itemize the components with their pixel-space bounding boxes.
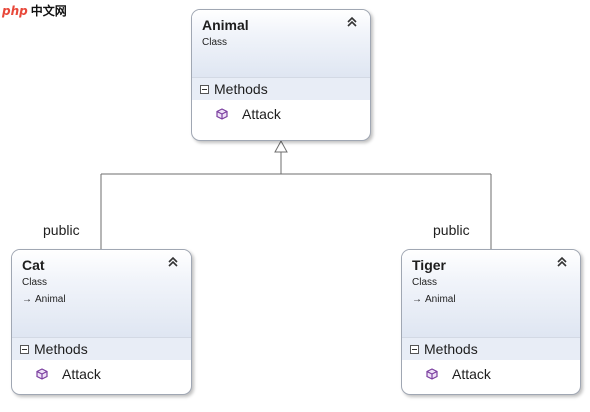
minus-box-icon[interactable] [20,344,29,354]
member-label: Attack [62,366,101,382]
double-chevron-up-icon[interactable] [556,256,568,268]
connector-label-cat: public [43,222,80,238]
minus-box-icon[interactable] [200,84,209,94]
connector-label-tiger: public [433,222,470,238]
class-name: Tiger [412,257,446,273]
minus-box-icon[interactable] [410,344,419,354]
section-label: Methods [214,81,268,97]
methods-section-header[interactable]: Methods [402,337,580,360]
class-cat[interactable]: Cat Class → Animal Methods Attack [11,249,192,395]
method-cube-icon [216,108,228,120]
right-arrow-icon: → [412,294,422,305]
member-label: Attack [452,366,491,382]
class-type: Class [412,277,438,288]
methods-section-header[interactable]: Methods [12,337,191,360]
inheritance-arrowhead-icon [274,139,288,153]
watermark-text: 中文网 [30,4,67,18]
method-cube-icon [36,368,48,380]
class-name: Cat [22,257,45,273]
base-class-name: Animal [425,294,456,305]
methods-section-header[interactable]: Methods [192,77,370,100]
member-label: Attack [242,106,281,122]
class-animal[interactable]: Animal Class Methods Attack [191,9,371,141]
method-cube-icon [426,368,438,380]
watermark: php 中文网 [2,2,67,20]
class-header: Tiger Class → Animal [402,250,580,337]
section-label: Methods [424,341,478,357]
right-arrow-icon: → [22,294,32,305]
double-chevron-up-icon[interactable] [346,16,358,28]
class-header: Cat Class → Animal [12,250,191,337]
double-chevron-up-icon[interactable] [167,256,179,268]
member-item[interactable]: Attack [192,100,370,124]
class-header: Animal Class [192,10,370,77]
member-item[interactable]: Attack [12,360,191,384]
class-name: Animal [202,17,249,33]
class-tiger[interactable]: Tiger Class → Animal Methods Attack [401,249,581,395]
class-base: → Animal [22,293,181,307]
member-item[interactable]: Attack [402,360,580,384]
base-class-name: Animal [35,294,66,305]
class-type: Class [22,277,48,288]
watermark-logo: php [2,4,28,18]
class-type: Class [202,37,228,48]
class-base: → Animal [412,293,570,307]
section-label: Methods [34,341,88,357]
